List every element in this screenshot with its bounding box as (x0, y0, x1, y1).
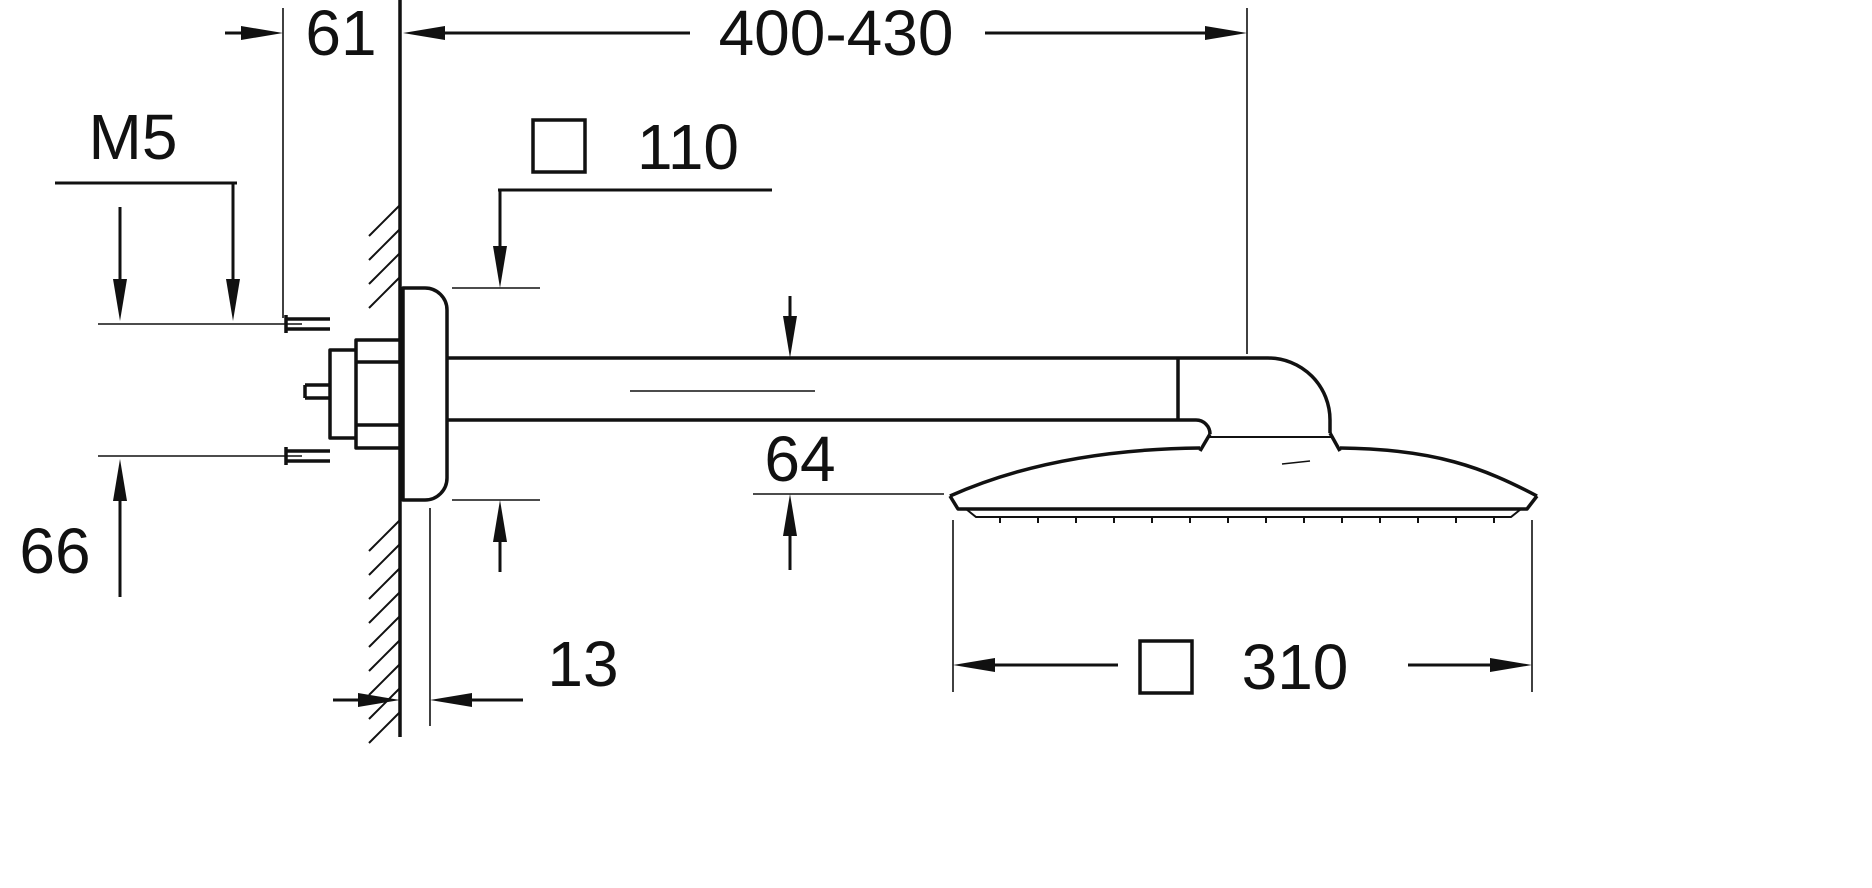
head-bottom-edge (948, 494, 1539, 511)
dim-label-400-430: 400-430 (719, 0, 954, 69)
head-surface-detail (1281, 460, 1311, 465)
arrowhead-right (358, 693, 400, 707)
spray-nozzles (999, 517, 1495, 523)
dim-embed-depth: 61 (225, 0, 377, 318)
dim-drop: 64 (753, 296, 944, 570)
dim-reach: 400-430 (403, 0, 1248, 354)
square-symbol-310 (1138, 639, 1194, 695)
dim-label-13: 13 (547, 628, 618, 700)
wall-hatching (368, 204, 401, 744)
arrowhead-right (241, 26, 283, 40)
square-symbol-110 (531, 118, 587, 174)
bracket-nut (328, 348, 356, 440)
mounting-bracket (98, 315, 400, 465)
bracket-housing (354, 338, 400, 450)
arrowhead-up (493, 500, 507, 542)
escutcheon-plate (401, 286, 449, 502)
neck-left-edge (1198, 433, 1212, 452)
arrowhead-up (783, 494, 797, 536)
dim-label-310: 310 (1242, 631, 1349, 703)
arrowhead-left (430, 693, 472, 707)
arrowhead-down (783, 316, 797, 358)
dim-label-64: 64 (764, 423, 835, 495)
elbow-outer (1267, 356, 1332, 433)
dim-label-110: 110 (637, 111, 739, 183)
arrowhead-left (403, 26, 445, 40)
dim-plate-depth: 13 (333, 508, 619, 726)
dim-label-m5: M5 (89, 101, 178, 173)
shower-head (948, 446, 1539, 523)
elbow-inner (1195, 418, 1212, 435)
arrowhead-left (953, 658, 995, 672)
dim-hole-spacing: 66 (19, 207, 127, 597)
wall (368, 0, 402, 744)
arrowhead-right (1490, 658, 1532, 672)
arrowhead-up (113, 459, 127, 501)
escutcheon-outline (401, 286, 449, 502)
dim-label-61: 61 (305, 0, 376, 69)
head-top-left (949, 446, 1201, 498)
arrowhead-down (493, 246, 507, 288)
arrowhead-down (113, 279, 127, 321)
dim-thread: M5 (55, 101, 240, 321)
dim-head-width: 310 (952, 520, 1533, 703)
dim-label-66: 66 (19, 515, 90, 587)
arrowhead-down (226, 279, 240, 321)
spray-face-plate (965, 508, 1522, 518)
shower-arm (447, 356, 1342, 452)
arrowhead-right (1205, 26, 1247, 40)
supply-pipe-stub (303, 383, 330, 400)
dim-plate-size: 110 (452, 111, 772, 572)
neck-right-edge (1328, 432, 1342, 452)
head-top-right (1339, 446, 1538, 498)
